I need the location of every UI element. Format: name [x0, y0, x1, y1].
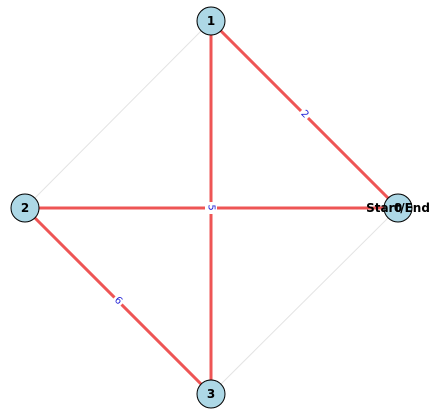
faint-edge-layer — [24, 20, 399, 395]
node-1: 1 — [196, 6, 226, 36]
node-label: 3 — [207, 387, 215, 401]
node-label: 1 — [207, 14, 215, 28]
node-circle — [196, 6, 226, 36]
edge-weight-background — [205, 202, 217, 213]
edge-weight-1-0: 2 — [296, 106, 313, 123]
start-end-label: Start/End — [366, 201, 430, 215]
faint-edge-0-3 — [210, 207, 399, 395]
edge-weight-label: 5 — [206, 204, 217, 210]
edge-weight-2-3: 6 — [110, 293, 126, 309]
node-circle — [196, 379, 226, 409]
edge-weight-1-3: 5 — [205, 202, 217, 213]
node-label: 2 — [21, 201, 29, 215]
node-3: 3 — [196, 379, 226, 409]
node-2: 2 — [10, 193, 40, 223]
edge-weight-background — [296, 106, 313, 123]
edge-weight-layer: 2356 — [110, 106, 313, 309]
faint-edge-1-2 — [24, 20, 212, 209]
node-circle — [10, 193, 40, 223]
edge-weight-background — [110, 293, 126, 309]
node-circle — [383, 193, 413, 223]
node-label: 0 — [394, 201, 402, 215]
